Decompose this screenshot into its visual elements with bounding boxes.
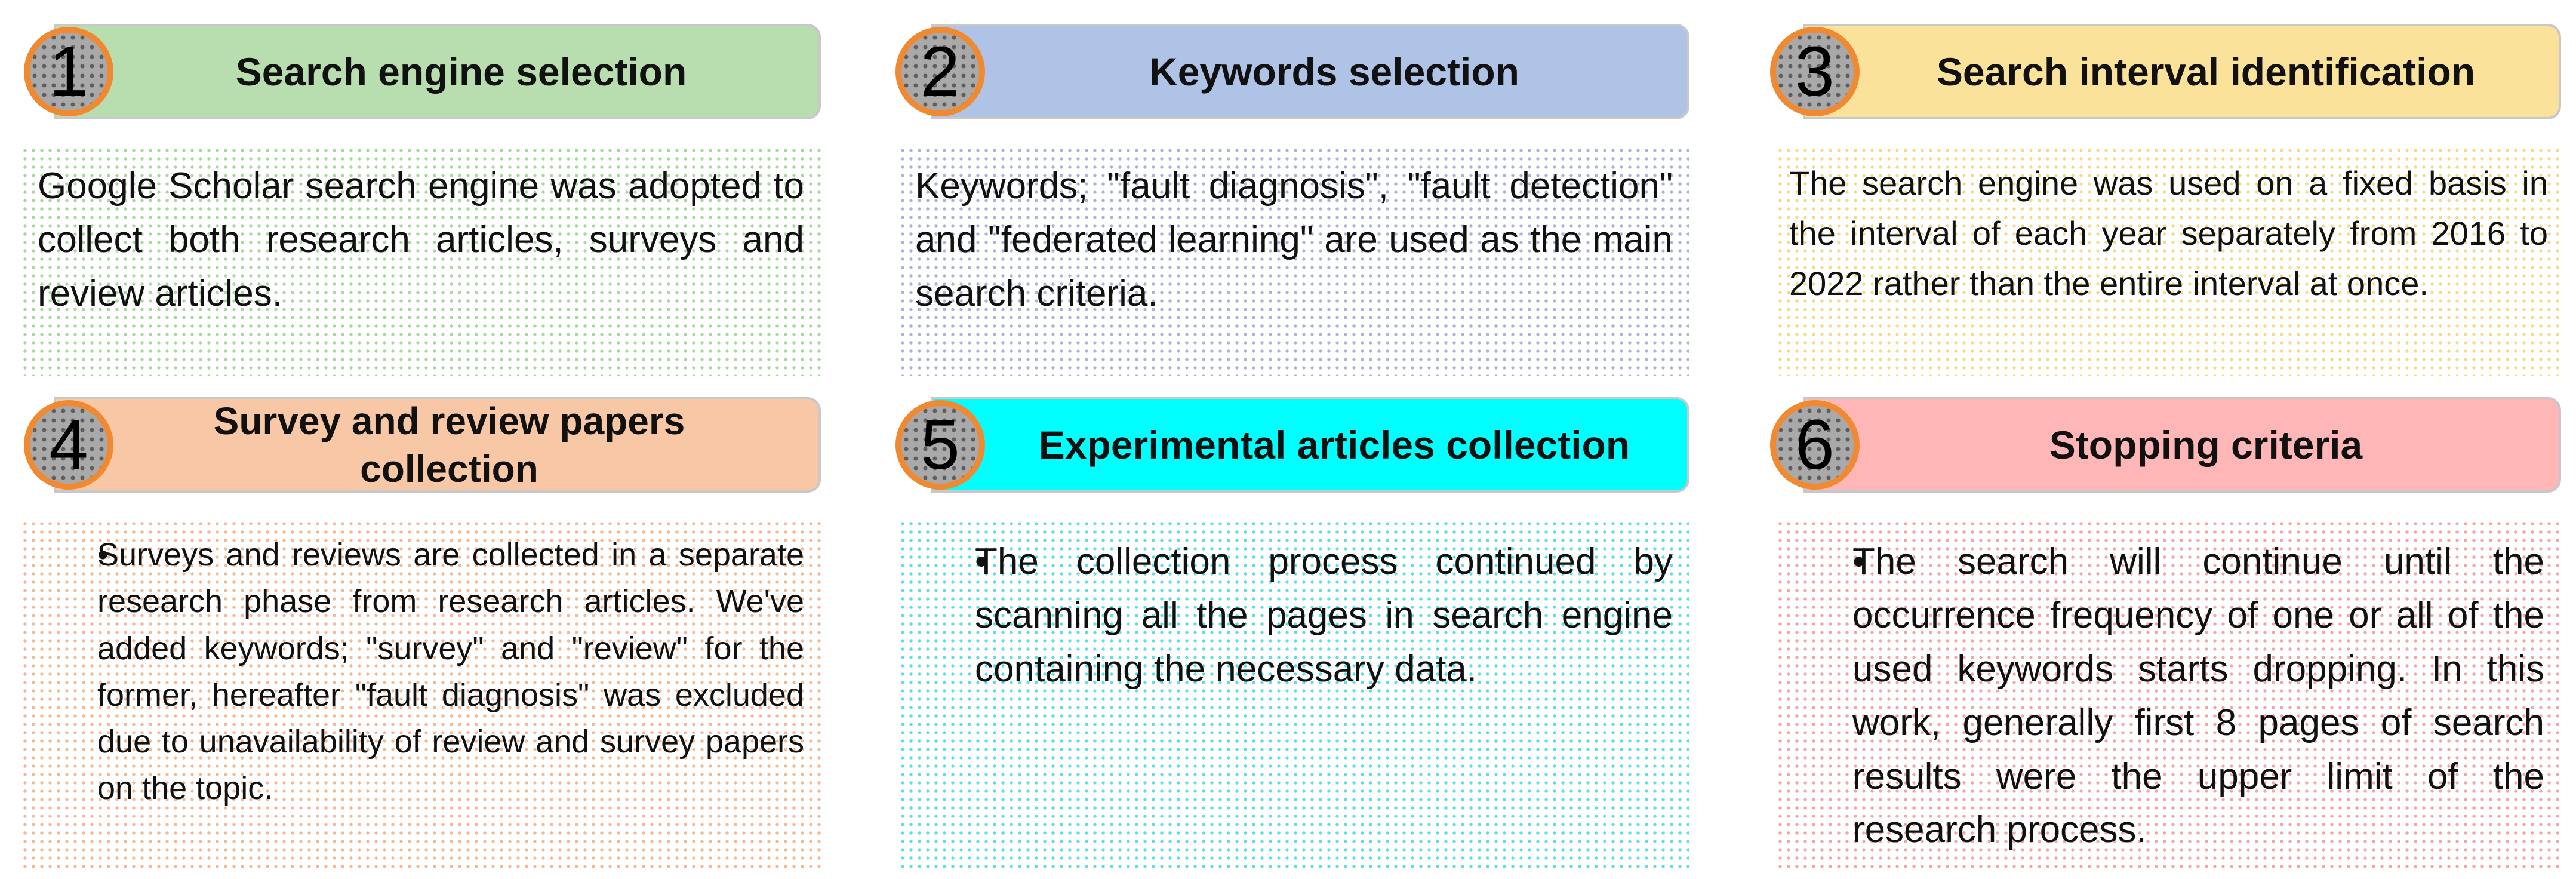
step-3-number-badge: 3 xyxy=(1770,27,1860,116)
step-5-bullet-item: The collection process continued by scan… xyxy=(915,535,1673,696)
step-5-number-badge: 5 xyxy=(895,400,985,490)
step-6-description: The search will continue until the occur… xyxy=(1776,520,2561,869)
step-1-text: Google Scholar search engine was adopted… xyxy=(38,165,804,314)
step-4-number-badge: 4 xyxy=(24,400,113,490)
step-4-description: Surveys and reviews are collected in a s… xyxy=(21,520,821,869)
step-5-description: The collection process continued by scan… xyxy=(898,520,1689,869)
step-6-bullet-item: The search will continue until the occur… xyxy=(1793,535,2544,857)
step-4-text: Surveys and reviews are collected in a s… xyxy=(97,537,804,807)
step-3-header: Search interval identification xyxy=(1803,24,2561,119)
step-1-number-badge: 1 xyxy=(24,27,113,116)
step-4-header: Survey and review papers collection xyxy=(54,397,821,493)
step-5-text: The collection process continued by scan… xyxy=(975,541,1673,690)
step-6-bullet-list: The search will continue until the occur… xyxy=(1793,535,2544,857)
step-5-header: Experimental articles collection xyxy=(931,397,1689,493)
step-2-text: Keywords; "fault diagnosis", "fault dete… xyxy=(915,165,1673,314)
step-1-description: Google Scholar search engine was adopted… xyxy=(21,146,821,376)
step-3-text: The search engine was used on a fixed ba… xyxy=(1789,164,2548,302)
step-6-header: Stopping criteria xyxy=(1803,397,2561,493)
step-2-description: Keywords; "fault diagnosis", "fault dete… xyxy=(898,146,1689,376)
step-2-header: Keywords selection xyxy=(931,24,1689,119)
step-3-description: The search engine was used on a fixed ba… xyxy=(1776,146,2561,376)
step-2-number-badge: 2 xyxy=(895,27,985,116)
step-6-number-badge: 6 xyxy=(1770,400,1860,490)
step-4-bullet-item: Surveys and reviews are collected in a s… xyxy=(38,531,804,812)
step-1-header: Search engine selection xyxy=(54,24,821,119)
step-5-bullet-list: The collection process continued by scan… xyxy=(915,535,1673,696)
step-4-bullet-list: Surveys and reviews are collected in a s… xyxy=(38,531,804,812)
step-6-text: The search will continue until the occur… xyxy=(1852,541,2544,851)
